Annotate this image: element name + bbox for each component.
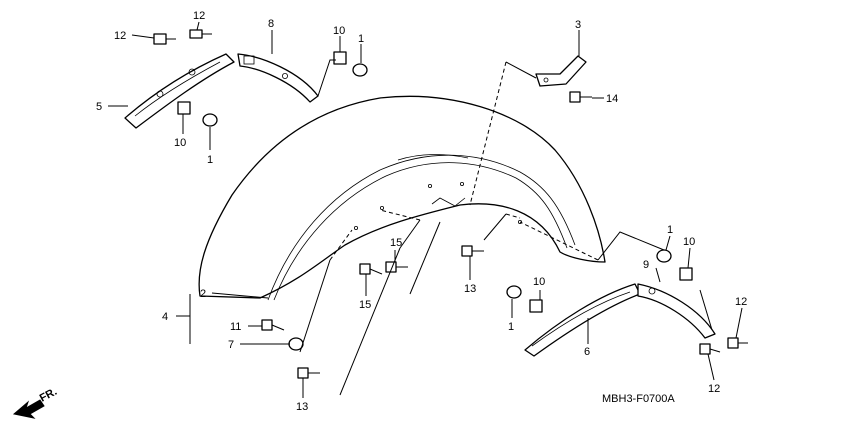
callout-2: 2 bbox=[200, 288, 206, 300]
arrow-icon bbox=[12, 399, 45, 419]
callout-7: 7 bbox=[228, 339, 234, 351]
leader-lines bbox=[108, 21, 743, 398]
callout-3: 3 bbox=[575, 19, 581, 31]
callout-10: 10 bbox=[333, 25, 345, 37]
callout-1: 1 bbox=[207, 154, 213, 166]
callout-10: 10 bbox=[533, 276, 545, 288]
fender-stay bbox=[535, 55, 587, 87]
front-direction-indicator: FR. bbox=[12, 386, 59, 419]
callout-1: 1 bbox=[667, 224, 673, 236]
callout-14: 14 bbox=[606, 93, 618, 105]
front-fender bbox=[198, 95, 606, 301]
callout-6: 6 bbox=[584, 346, 590, 358]
callout-15: 15 bbox=[359, 299, 371, 311]
callout-8: 8 bbox=[268, 18, 274, 30]
callout-5: 5 bbox=[96, 101, 102, 113]
callout-12: 12 bbox=[193, 10, 205, 22]
callout-1: 1 bbox=[358, 33, 364, 45]
diagram-code: MBH3-F0700A bbox=[602, 393, 675, 405]
side-rail-bracket-right bbox=[637, 283, 716, 339]
callout-10: 10 bbox=[174, 137, 186, 149]
callout-15: 15 bbox=[390, 237, 402, 249]
callout-12: 12 bbox=[114, 30, 126, 42]
callout-12: 12 bbox=[708, 383, 720, 395]
callout-labels: 12 12 8 10 1 5 10 1 3 14 2 4 11 7 13 15 … bbox=[96, 10, 747, 413]
callout-13: 13 bbox=[296, 401, 308, 413]
callout-1: 1 bbox=[508, 321, 514, 333]
callout-4: 4 bbox=[162, 311, 168, 323]
callout-9: 9 bbox=[643, 259, 649, 271]
callout-12: 12 bbox=[735, 296, 747, 308]
direction-label: FR. bbox=[38, 386, 59, 405]
hardware bbox=[153, 29, 748, 379]
side-rail-right bbox=[524, 283, 641, 357]
side-rail-left bbox=[124, 53, 235, 129]
callout-10: 10 bbox=[683, 236, 695, 248]
callout-11: 11 bbox=[230, 321, 241, 333]
side-rail-bracket bbox=[237, 53, 319, 103]
callout-13: 13 bbox=[464, 283, 476, 295]
